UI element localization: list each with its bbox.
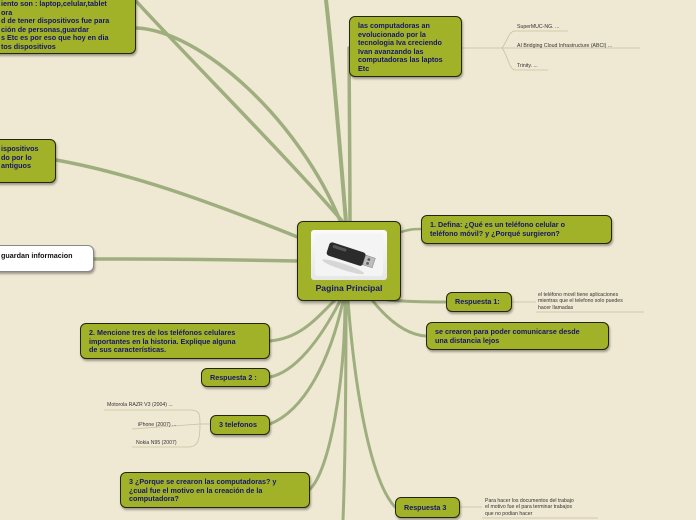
answer-3-label[interactable]: Respuesta 3	[395, 497, 460, 518]
topic-antiguos[interactable]: ispositivos do por lo antiguos	[0, 139, 56, 183]
topic-devices[interactable]: iento son : laptop,celular,tablet ora d …	[0, 0, 136, 54]
note-trinity: Trinity. ...	[517, 63, 538, 69]
note-respuesta-3: Para hacer los documentos del trabajo el…	[485, 498, 574, 517]
central-topic[interactable]: Pagina Principal	[297, 221, 401, 301]
topic-guardan-informacion[interactable]: guardan informacion	[0, 245, 94, 272]
central-topic-title: Pagina Principal	[315, 283, 383, 293]
answer-1-label[interactable]: Respuesta 1:	[446, 292, 512, 312]
topic-3-telefonos[interactable]: 3 telefonos	[210, 415, 270, 435]
answer-1-text[interactable]: se crearon para poder comunicarse desde …	[426, 322, 609, 350]
note-nokia: Nokia N95 (2007)	[136, 440, 177, 446]
note-motorola: Motorola RAZR V3 (2004) ...	[107, 402, 173, 408]
question-2[interactable]: 2. Mencione tres de los teléfonos celula…	[80, 323, 270, 359]
note-supermuc: SuperMUC-NG. ...	[517, 24, 560, 30]
question-3[interactable]: 3 ¿Porque se crearon las computadoras? y…	[120, 472, 310, 508]
topic-computadoras[interactable]: las computadoras an evolucionado por la …	[349, 16, 462, 77]
usb-drive-icon	[311, 230, 387, 280]
question-1[interactable]: 1. Defina: ¿Qué es un teléfono celular o…	[421, 215, 612, 244]
answer-2-label[interactable]: Respuesta 2 :	[201, 368, 270, 387]
note-respuesta-1: el teléfono movil tiene aplicaciones mie…	[538, 292, 623, 311]
note-abci: AI Bridging Cloud Infrastructure (ABCI) …	[517, 43, 613, 49]
note-iphone: iPhone (2007) ...	[138, 422, 177, 428]
